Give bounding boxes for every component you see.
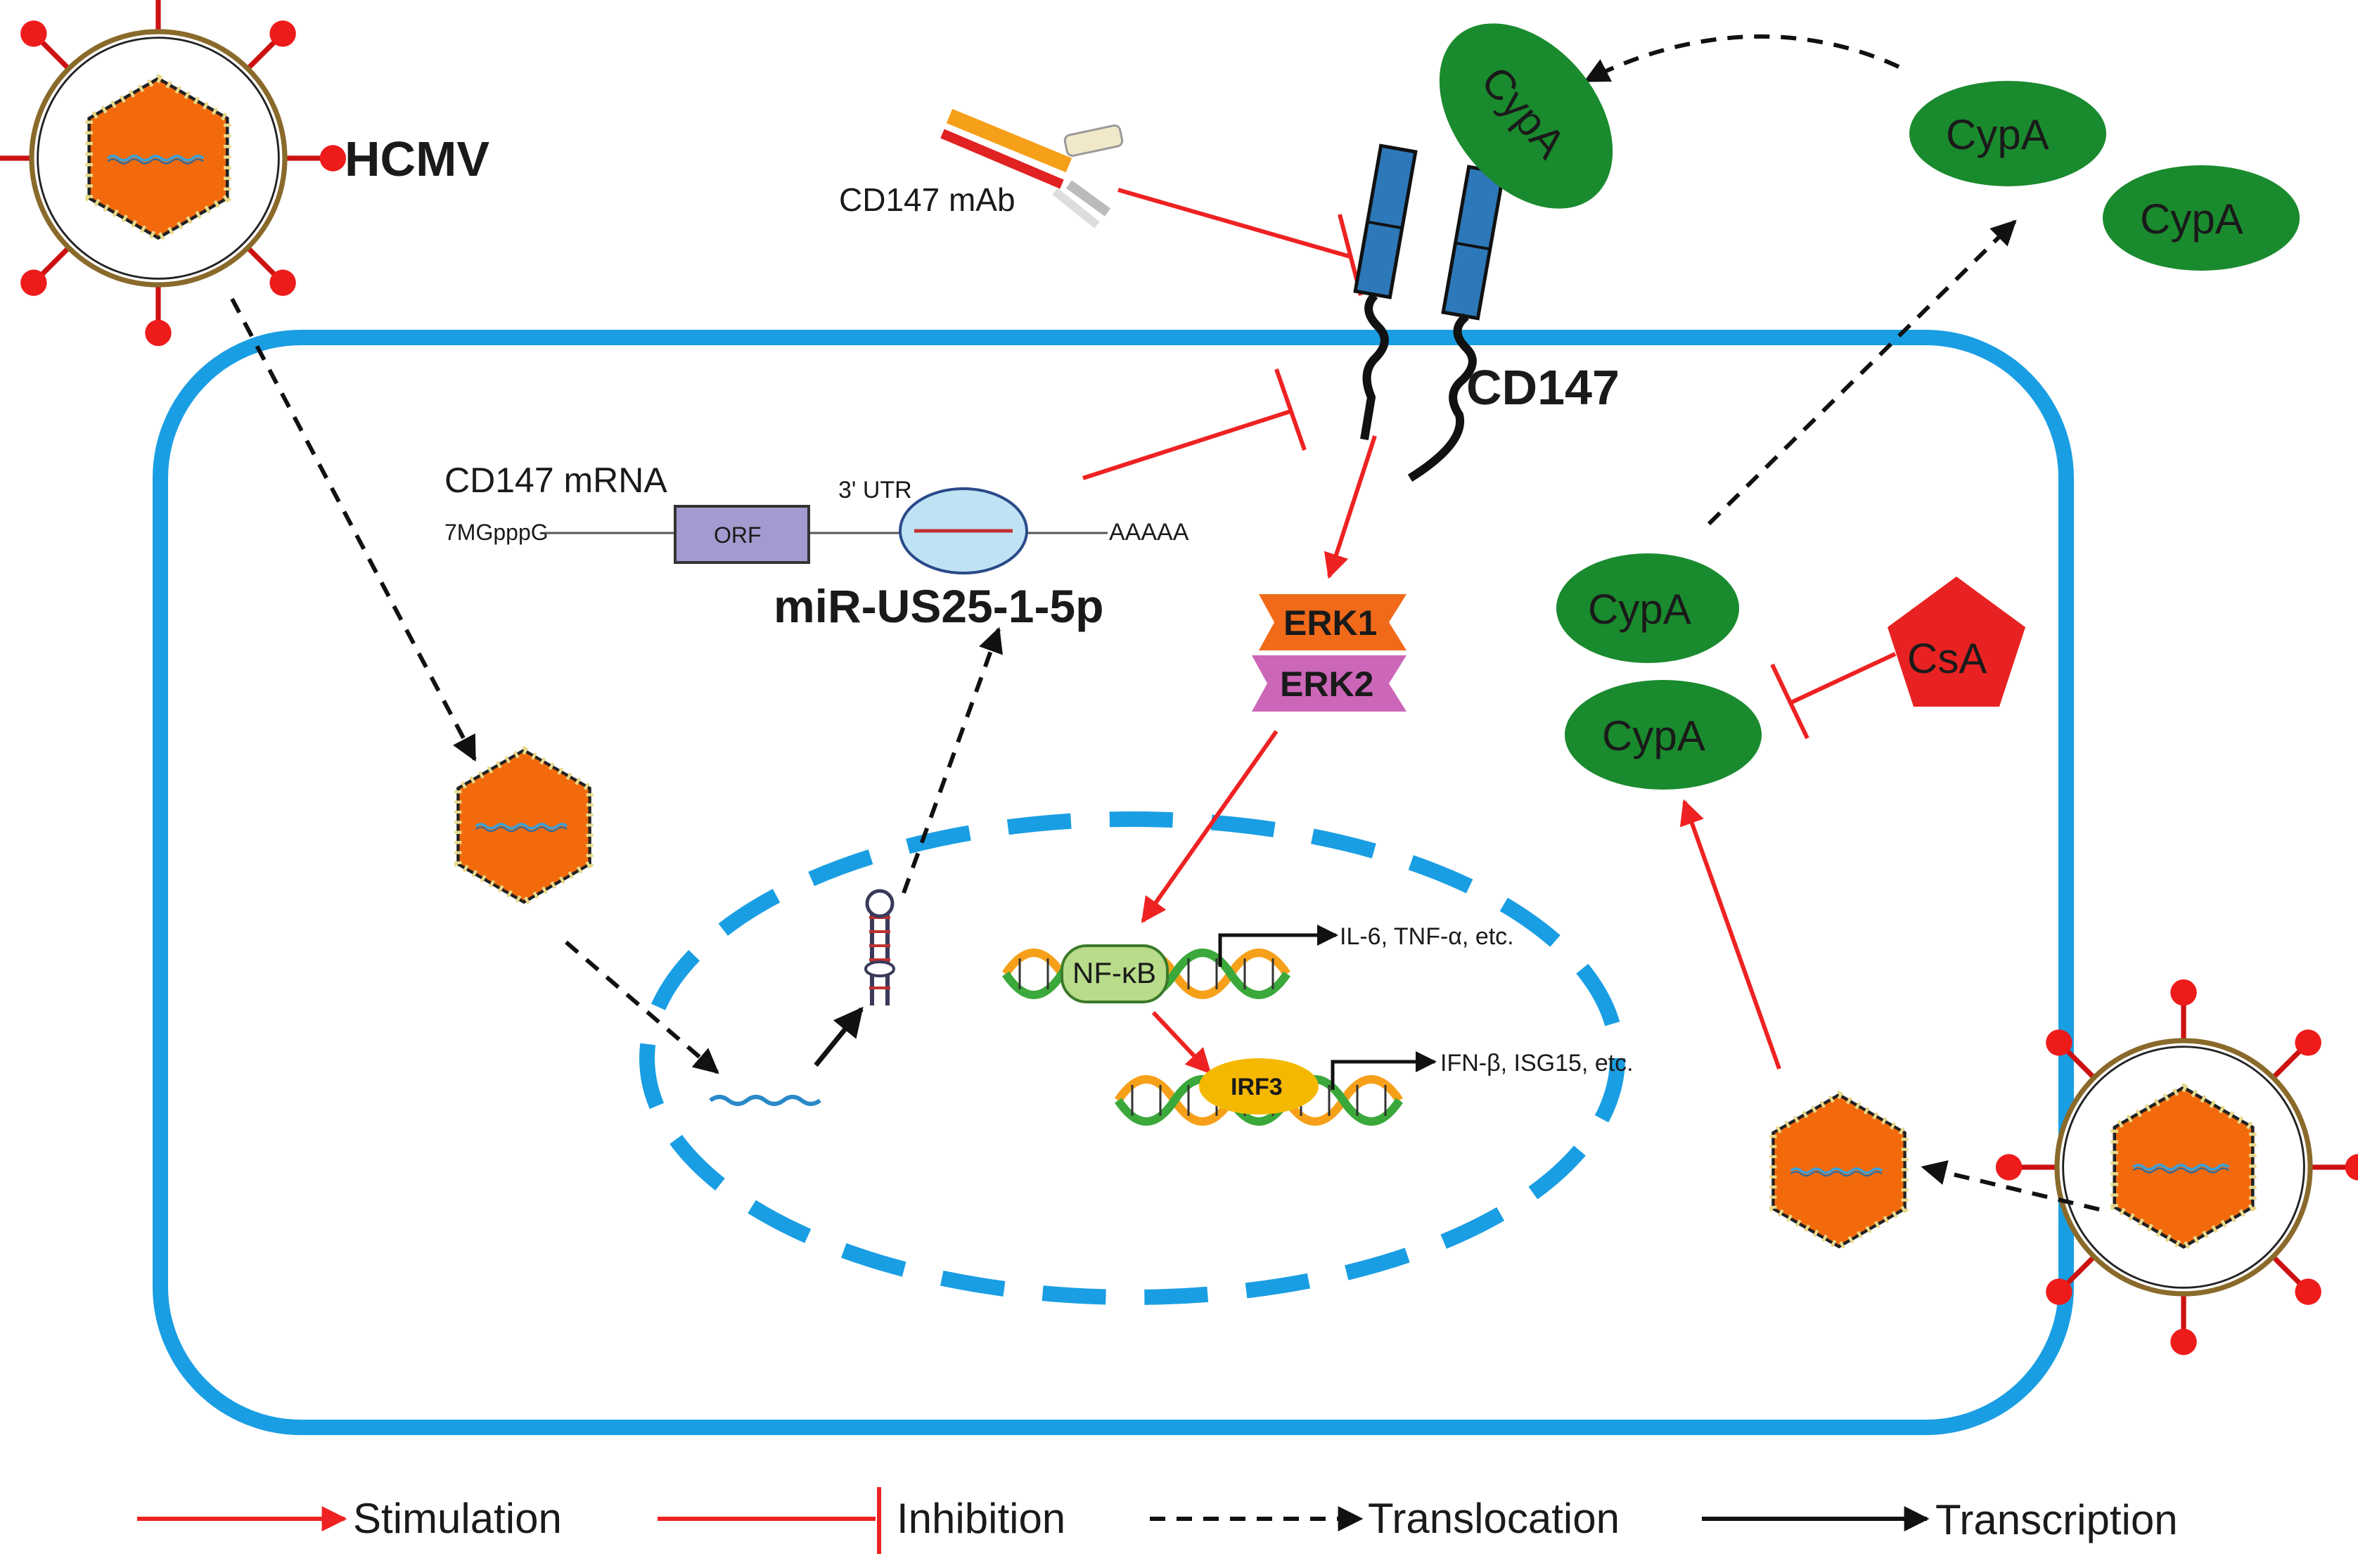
legend-transcription-label: Transcription <box>1935 1496 2178 1543</box>
transcription-arrow-pre-mirna <box>814 1006 864 1067</box>
stimulation-arrow-nfkb-irf3 <box>1151 1010 1212 1074</box>
capsid-cytoplasm-left <box>458 750 589 902</box>
hcmv-virion-right <box>1995 979 2358 1356</box>
nfkb-targets-label: IL-6, TNF-α, etc. <box>1340 923 1514 950</box>
cypa-extracellular-1 <box>1909 81 2106 186</box>
orf-label: ORF <box>714 522 762 548</box>
inhibition-arrow-mirna <box>1082 409 1291 480</box>
cd147-mab-antibody <box>940 108 1124 229</box>
cell-membrane <box>153 330 2074 1435</box>
csa-label: CsA <box>1907 635 1987 682</box>
translocation-arrow-cypa-secretion <box>1707 219 2017 526</box>
erk2-label: ERK2 <box>1280 664 1373 704</box>
cd147-mrna-label: CD147 mRNA <box>444 461 667 500</box>
cypa-bound: CypA <box>1439 23 1613 209</box>
inhibition-arrow-csa <box>1788 652 1897 705</box>
cypa-intracellular-1-label: CypA <box>1588 586 1691 633</box>
stimulation-arrow-cd147-erk <box>1324 435 1377 579</box>
transcription-arrow-irf3-targets <box>1331 1051 1437 1090</box>
cypa-intracellular-2 <box>1565 680 1762 790</box>
mirna-label: miR-US25-1-5p <box>774 580 1103 632</box>
cypa-intracellular-1 <box>1556 553 1739 663</box>
cypa-extracellular-1-label: CypA <box>1946 111 2049 158</box>
inhibition-arrow-csa-bar <box>1770 663 1809 740</box>
transcription-arrow-nfkb-targets <box>1218 925 1338 967</box>
legend-inhibition-label: Inhibition <box>897 1495 1065 1542</box>
hcmv-virion-extracellular <box>0 0 347 347</box>
cypa-extracellular-2-label: CypA <box>2140 195 2243 243</box>
inhibition-arrow-mirna-bar <box>1274 368 1307 451</box>
orf-box <box>674 505 810 564</box>
erk1-label: ERK1 <box>1283 603 1377 643</box>
cd147-label: CD147 <box>1466 360 1620 415</box>
irf3-factor <box>1199 1058 1319 1114</box>
translocation-arrow-virus-to-capsid <box>1921 1160 2100 1212</box>
erk1-shape <box>1259 594 1407 650</box>
cd147-mab-label: CD147 mAb <box>839 181 1015 218</box>
irf3-targets-label: IFN-β, ISG15, etc. <box>1440 1050 1634 1077</box>
cd147-receptor <box>1353 143 1506 482</box>
translocation-arrow-cypa-binding <box>1583 34 1900 83</box>
nfkb-label: NF-κB <box>1072 956 1156 989</box>
legend-translocation-label: Translocation <box>1368 1495 1620 1542</box>
hcmv-label: HCMV <box>345 131 489 186</box>
nucleus-membrane <box>639 811 1625 1305</box>
legend-stimulation-label: Stimulation <box>353 1495 562 1542</box>
viral-dna <box>709 1095 821 1106</box>
utr-label: 3' UTR <box>838 477 912 503</box>
translocation-arrow-capsid-to-nucleus <box>565 940 719 1074</box>
capsid-cytoplasm-right <box>1773 1095 1904 1247</box>
translocation-arrow-virus-entry <box>230 297 477 762</box>
nfkb-factor <box>1061 944 1169 1003</box>
legend: Stimulation Inhibition Translocation Tra… <box>137 1487 2178 1554</box>
polya-label: AAAAA <box>1109 519 1189 546</box>
cypa-extracellular-2 <box>2103 165 2300 271</box>
stimulation-arrow-erk-nfkb <box>1141 730 1279 923</box>
stimulation-arrow-virus-cypa <box>1679 799 1781 1070</box>
csa-pentagon <box>1888 577 2025 707</box>
erk2-shape <box>1252 655 1407 712</box>
inhibition-arrow-mab <box>1117 188 1351 259</box>
translocation-arrow-mirna-export <box>902 626 1003 894</box>
cypa-intracellular-2-label: CypA <box>1602 712 1705 759</box>
cap-label: 7MGpppG <box>444 520 549 545</box>
irf3-label: IRF3 <box>1231 1074 1283 1100</box>
pre-mirna-hairpin <box>864 889 895 1005</box>
